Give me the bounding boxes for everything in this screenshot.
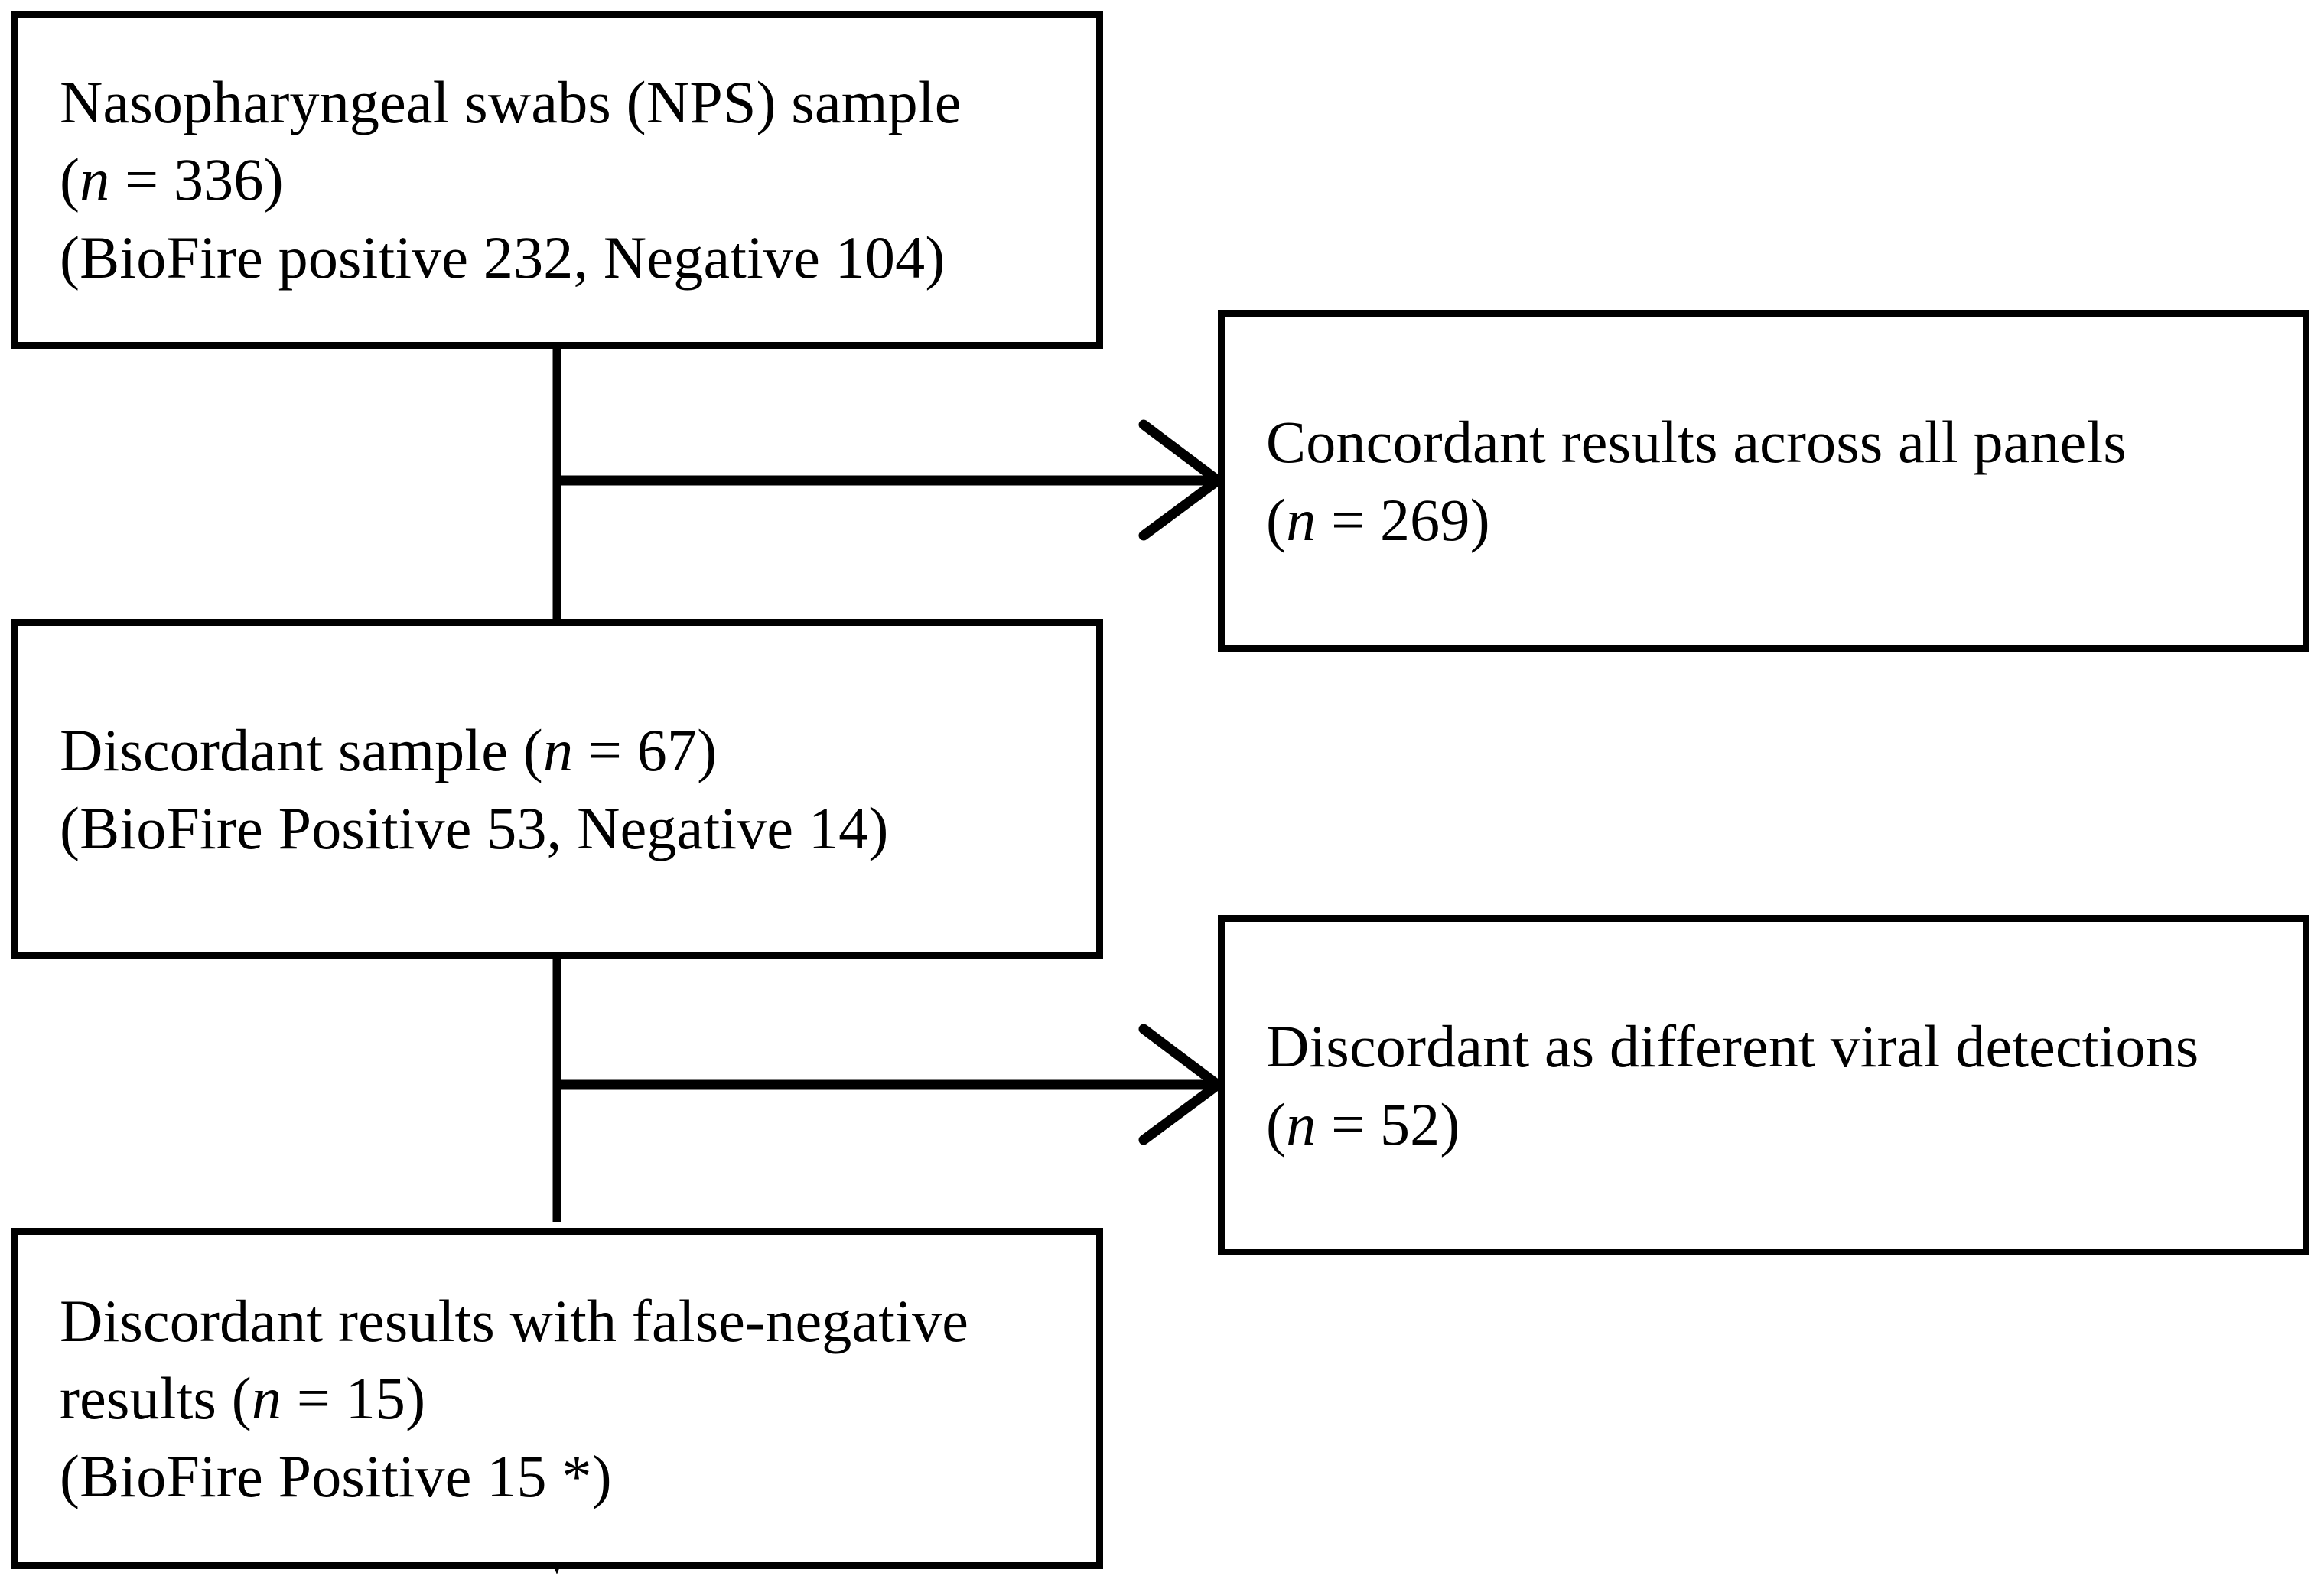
- n-symbol: n: [80, 146, 110, 213]
- node-nps-sample: Nasopharyngeal swabs (NPS) sample (n = 3…: [11, 11, 1103, 349]
- paren-open: (: [1266, 486, 1287, 553]
- node-nps-sample-body: Nasopharyngeal swabs (NPS) sample (n = 3…: [18, 63, 1096, 296]
- node-discordant-viral-detections-line2: (n = 52): [1266, 1086, 2261, 1163]
- node-false-negative-results-line3: (BioFire Positive 15 *): [60, 1442, 612, 1509]
- node-discordant-viral-detections-line1: Discordant as different viral detections: [1266, 1013, 2199, 1080]
- node-false-negative-results-line2: results (n = 15): [60, 1359, 1055, 1437]
- node-concordant-results-line2: (n = 269): [1266, 481, 2261, 558]
- n-symbol: n: [1286, 486, 1317, 553]
- label-prefix: Discordant sample (: [60, 717, 543, 784]
- n-value: = 336): [109, 146, 284, 213]
- node-concordant-results-body: Concordant results across all panels (n …: [1225, 403, 2303, 558]
- node-nps-sample-line3: (BioFire positive 232, Negative 104): [60, 223, 946, 291]
- n-value: = 269): [1316, 486, 1490, 553]
- n-symbol: n: [542, 717, 574, 784]
- node-false-negative-results-line1: Discordant results with false-negative: [60, 1287, 969, 1354]
- node-discordant-sample-body: Discordant sample (n = 67) (BioFire Posi…: [18, 711, 1096, 867]
- connector-discordant-to-viral: [557, 1024, 1226, 1145]
- node-discordant-sample-line2: (BioFire Positive 53, Negative 14): [60, 794, 889, 861]
- connector-nps-to-concordant: [557, 419, 1226, 541]
- n-value: = 52): [1316, 1090, 1460, 1158]
- n-symbol: n: [1286, 1090, 1317, 1158]
- node-discordant-sample-line1: Discordant sample (n = 67): [60, 711, 1055, 789]
- node-nps-sample-line2: (n = 336): [60, 141, 1055, 218]
- n-symbol: n: [251, 1365, 282, 1432]
- paren-open: (: [1266, 1090, 1287, 1158]
- node-concordant-results: Concordant results across all panels (n …: [1218, 310, 2309, 652]
- node-false-negative-results: Discordant results with false-negative r…: [11, 1228, 1103, 1569]
- node-concordant-results-line1: Concordant results across all panels: [1266, 409, 2127, 476]
- node-discordant-viral-detections-body: Discordant as different viral detections…: [1225, 1008, 2303, 1163]
- node-nps-sample-line1: Nasopharyngeal swabs (NPS) sample: [60, 68, 962, 135]
- node-false-negative-results-body: Discordant results with false-negative r…: [18, 1282, 1096, 1515]
- n-value: = 15): [282, 1365, 426, 1432]
- paren-open: (: [60, 146, 80, 213]
- node-discordant-viral-detections: Discordant as different viral detections…: [1218, 915, 2309, 1255]
- label-prefix: results (: [60, 1365, 252, 1432]
- n-value: = 67): [573, 717, 718, 784]
- node-discordant-sample: Discordant sample (n = 67) (BioFire Posi…: [11, 619, 1103, 959]
